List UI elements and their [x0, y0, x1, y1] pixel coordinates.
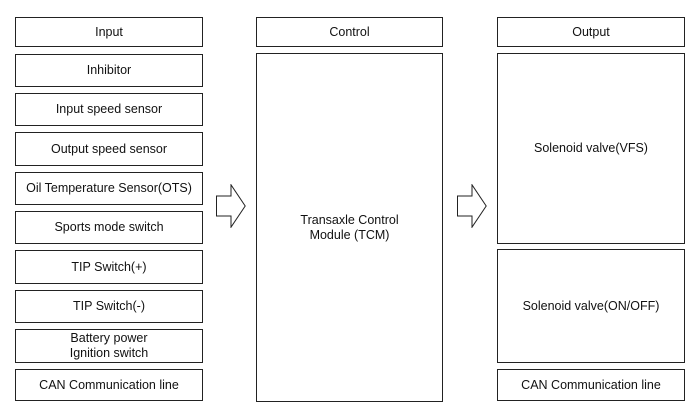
input-item-tip-switch-plus: TIP Switch(+): [15, 250, 203, 284]
output-header: Output: [497, 17, 685, 47]
input-item-inhibitor: Inhibitor: [15, 54, 203, 87]
arrow-input-to-control: [216, 184, 246, 228]
output-item-can-communication-line: CAN Communication line: [497, 369, 685, 401]
input-item-can-communication-line: CAN Communication line: [15, 369, 203, 401]
output-item-solenoid-valve-vfs: Solenoid valve(VFS): [497, 53, 685, 244]
input-item-battery-ignition: Battery power Ignition switch: [15, 329, 203, 363]
output-item-solenoid-valve-on-off: Solenoid valve(ON/OFF): [497, 249, 685, 363]
input-item-tip-switch-minus: TIP Switch(-): [15, 290, 203, 323]
input-item-oil-temperature-sensor: Oil Temperature Sensor(OTS): [15, 172, 203, 205]
input-item-input-speed-sensor: Input speed sensor: [15, 93, 203, 126]
tcm-module: Transaxle Control Module (TCM): [256, 53, 443, 402]
input-item-output-speed-sensor: Output speed sensor: [15, 132, 203, 166]
arrow-control-to-output: [457, 184, 487, 228]
input-header: Input: [15, 17, 203, 47]
input-item-sports-mode-switch: Sports mode switch: [15, 211, 203, 244]
control-header: Control: [256, 17, 443, 47]
